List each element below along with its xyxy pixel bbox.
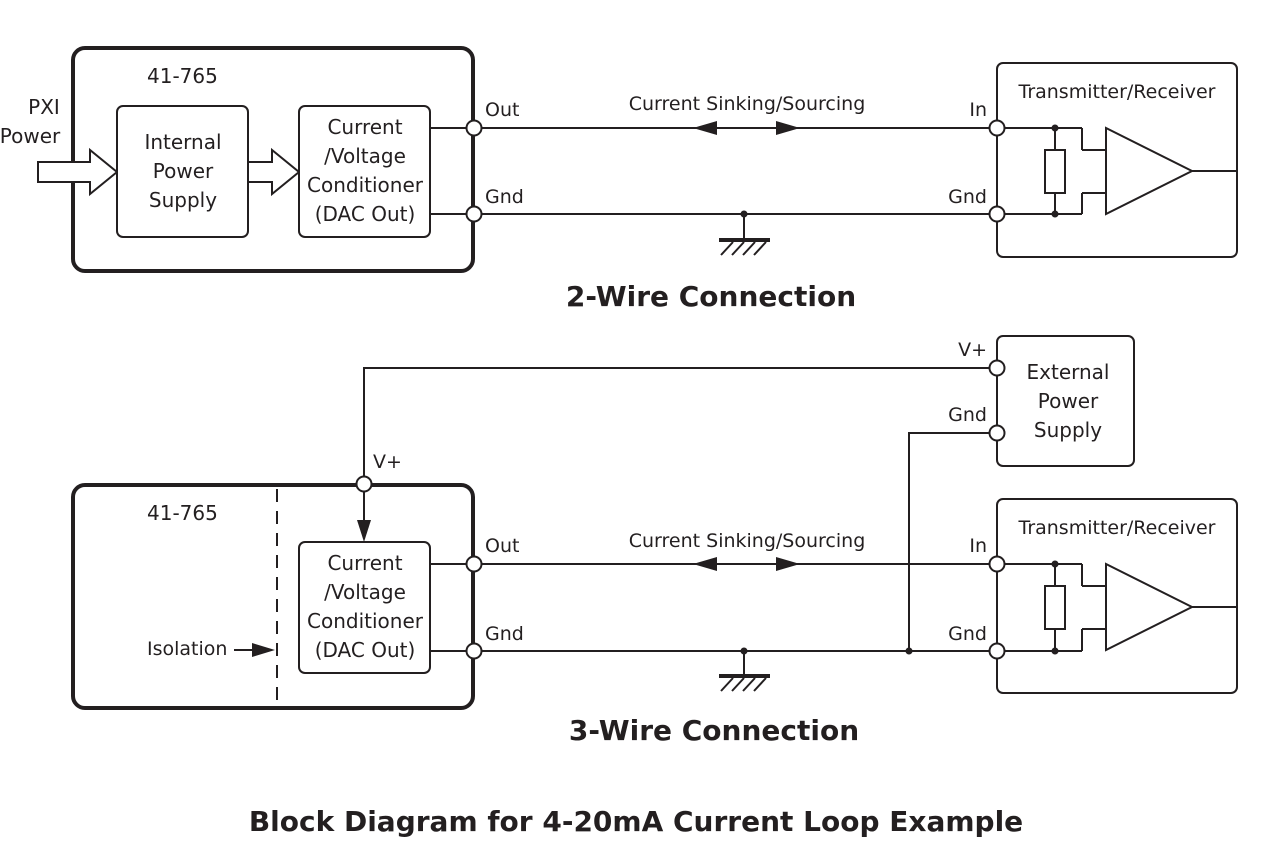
amplifier-icon-3wire (1105, 562, 1195, 652)
module-gnd-label-3wire: Gnd (485, 623, 524, 645)
external-power-supply-box (996, 335, 1135, 467)
amplifier-icon (1105, 126, 1195, 216)
ext-supply-line1: External (1027, 360, 1110, 384)
rx-in-label: In (969, 99, 987, 121)
conditioner3-line1: Current (327, 551, 402, 575)
module-label: 41-765 (147, 64, 218, 88)
rx-in-terminal (988, 119, 1006, 137)
internal-supply-line1: Internal (144, 130, 221, 154)
conditioner-block (298, 105, 431, 238)
diagram-title: Block Diagram for 4-20mA Current Loop Ex… (249, 805, 1023, 838)
current-arrow-left-icon-3wire (693, 557, 717, 571)
rx-gnd-label: Gnd (948, 186, 987, 208)
rx-in-terminal-3wire (988, 555, 1006, 573)
conditioner3-line4: (DAC Out) (315, 638, 416, 662)
conditioner-line3: Conditioner (307, 173, 424, 197)
ext-gnd-terminal (988, 424, 1006, 442)
current-arrow-right-icon (776, 121, 800, 135)
vplus-wire (363, 367, 989, 477)
isolation-arrow-icon (252, 643, 275, 657)
rx-gnd-terminal-3wire (988, 642, 1006, 660)
pxi-power-arrow-icon (37, 147, 119, 197)
supply-to-conditioner-arrow-icon (247, 147, 301, 197)
ext-vplus-terminal (988, 359, 1006, 377)
ext-gnd-label: Gnd (948, 404, 987, 426)
current-sinking-sourcing-label-3wire: Current Sinking/Sourcing (629, 530, 866, 552)
internal-supply-line3: Supply (149, 188, 217, 212)
current-arrow-right-icon-3wire (776, 557, 800, 571)
module-label-3wire: 41-765 (147, 501, 218, 525)
module-gnd-label: Gnd (485, 186, 524, 208)
receiver-input-circuit-3wire (1005, 560, 1237, 655)
module-gnd-terminal-3wire (465, 642, 483, 660)
module-out-terminal-3wire (465, 555, 483, 573)
receiver-input-circuit (1005, 124, 1237, 218)
two-wire-caption: 2-Wire Connection (566, 280, 856, 313)
conditioner3-line3: Conditioner (307, 609, 424, 633)
conditioner-line1: Current (327, 115, 402, 139)
isolation-label: Isolation (147, 638, 227, 660)
module-out-label: Out (485, 99, 519, 121)
conditioner3-line2: /Voltage (324, 580, 406, 604)
rx-in-label-3wire: In (969, 535, 987, 557)
module-out-label-3wire: Out (485, 535, 519, 557)
current-sinking-sourcing-label: Current Sinking/Sourcing (629, 93, 866, 115)
ext-gnd-wire (908, 432, 989, 651)
module-gnd-terminal (465, 205, 483, 223)
ext-supply-line3: Supply (1034, 418, 1102, 442)
ground-symbol-icon (719, 210, 770, 256)
transmitter-receiver-title-3wire: Transmitter/Receiver (1018, 517, 1216, 539)
conditioner-line4: (DAC Out) (315, 202, 416, 226)
vplus-arrow-icon (357, 520, 371, 542)
conditioner-block-3wire (298, 541, 431, 674)
pxi-power-label-line1: PXI (28, 95, 60, 119)
module-vplus-label: V+ (373, 451, 402, 473)
module-vplus-terminal (355, 475, 373, 493)
resistor-icon-3wire (1044, 585, 1066, 630)
ext-gnd-junction (905, 647, 913, 655)
two-wire-section: 41-765 PXI Power Internal Power Supply C… (0, 46, 1238, 313)
conditioner-line2: /Voltage (324, 144, 406, 168)
module-out-terminal (465, 119, 483, 137)
transmitter-receiver-title: Transmitter/Receiver (1018, 81, 1216, 103)
rx-gnd-terminal (988, 205, 1006, 223)
ground-symbol-icon-3wire (719, 647, 770, 692)
pxi-power-label-line2: Power (0, 124, 61, 148)
current-arrow-left-icon (693, 121, 717, 135)
ext-supply-line2: Power (1038, 389, 1099, 413)
resistor-icon (1044, 149, 1066, 194)
ext-vplus-label: V+ (958, 339, 987, 361)
internal-supply-line2: Power (153, 159, 214, 183)
three-wire-caption: 3-Wire Connection (569, 714, 859, 747)
rx-gnd-label-3wire: Gnd (948, 623, 987, 645)
three-wire-section: 41-765 Isolation Current /Voltage Condit… (71, 335, 1238, 747)
